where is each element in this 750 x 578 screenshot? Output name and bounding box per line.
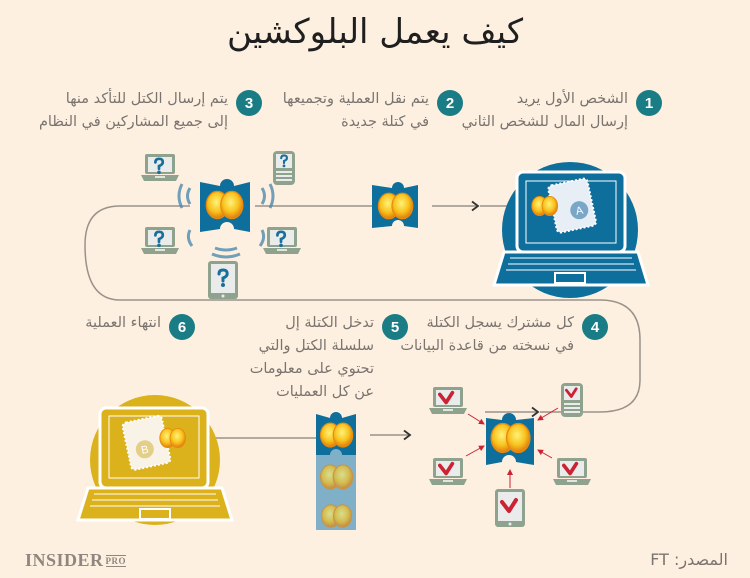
- blockchain-chain-icon: [316, 412, 356, 530]
- page-title: كيف يعمل البلوكشين: [226, 12, 524, 52]
- receiver-laptop-icon: B: [75, 395, 235, 525]
- step-text-4: كل مشترك يسجل الكتلة في نسخته من قاعدة ا…: [400, 315, 574, 354]
- step-4: 4 كل مشترك يسجل الكتلة في نسخته من قاعدة…: [400, 312, 608, 358]
- step-badge-1: 1: [636, 90, 662, 116]
- new-block-icon: [372, 182, 418, 228]
- step-badge-5: 5: [382, 314, 408, 340]
- step-2: 2 يتم نقل العملية وتجميعها في كتلة جديدة: [283, 88, 463, 134]
- step-badge-4: 4: [582, 314, 608, 340]
- sender-label: A: [575, 204, 585, 217]
- node-phone-icon: [561, 383, 583, 417]
- step-text-3: يتم إرسال الكتل للتأكد منها إلى جميع الم…: [38, 91, 228, 130]
- step-badge-6: 6: [169, 314, 195, 340]
- step-text-6: انتهاء العملية: [85, 315, 161, 331]
- step-5: 5 تدخل الكتلة إل سلسلة الكتل والتي تحتوي…: [250, 312, 408, 404]
- source-credit: المصدر: FT: [650, 550, 728, 569]
- step-3: 3 يتم إرسال الكتل للتأكد منها إلى جميع ا…: [39, 88, 262, 134]
- step-badge-3: 3: [236, 90, 262, 116]
- logo-text: INSIDER: [25, 550, 104, 570]
- step-1: 1 الشخص الأول يريد إرسال المال للشخص الث…: [462, 88, 662, 134]
- receiver-label: B: [140, 444, 150, 457]
- step-text-5: تدخل الكتلة إل سلسلة الكتل والتي تحتوي ع…: [249, 315, 374, 400]
- sender-laptop-icon: A: [491, 162, 651, 298]
- step-badge-2: 2: [437, 90, 463, 116]
- step-6: 6 انتهاء العملية: [85, 312, 195, 340]
- step-text-2: يتم نقل العملية وتجميعها في كتلة جديدة: [282, 91, 429, 130]
- recording-block-icon: [486, 413, 534, 465]
- step-text-1: الشخص الأول يريد إرسال المال للشخص الثان…: [461, 91, 628, 130]
- logo-suffix: PRO: [105, 555, 127, 567]
- broadcast-block-icon: [177, 179, 275, 259]
